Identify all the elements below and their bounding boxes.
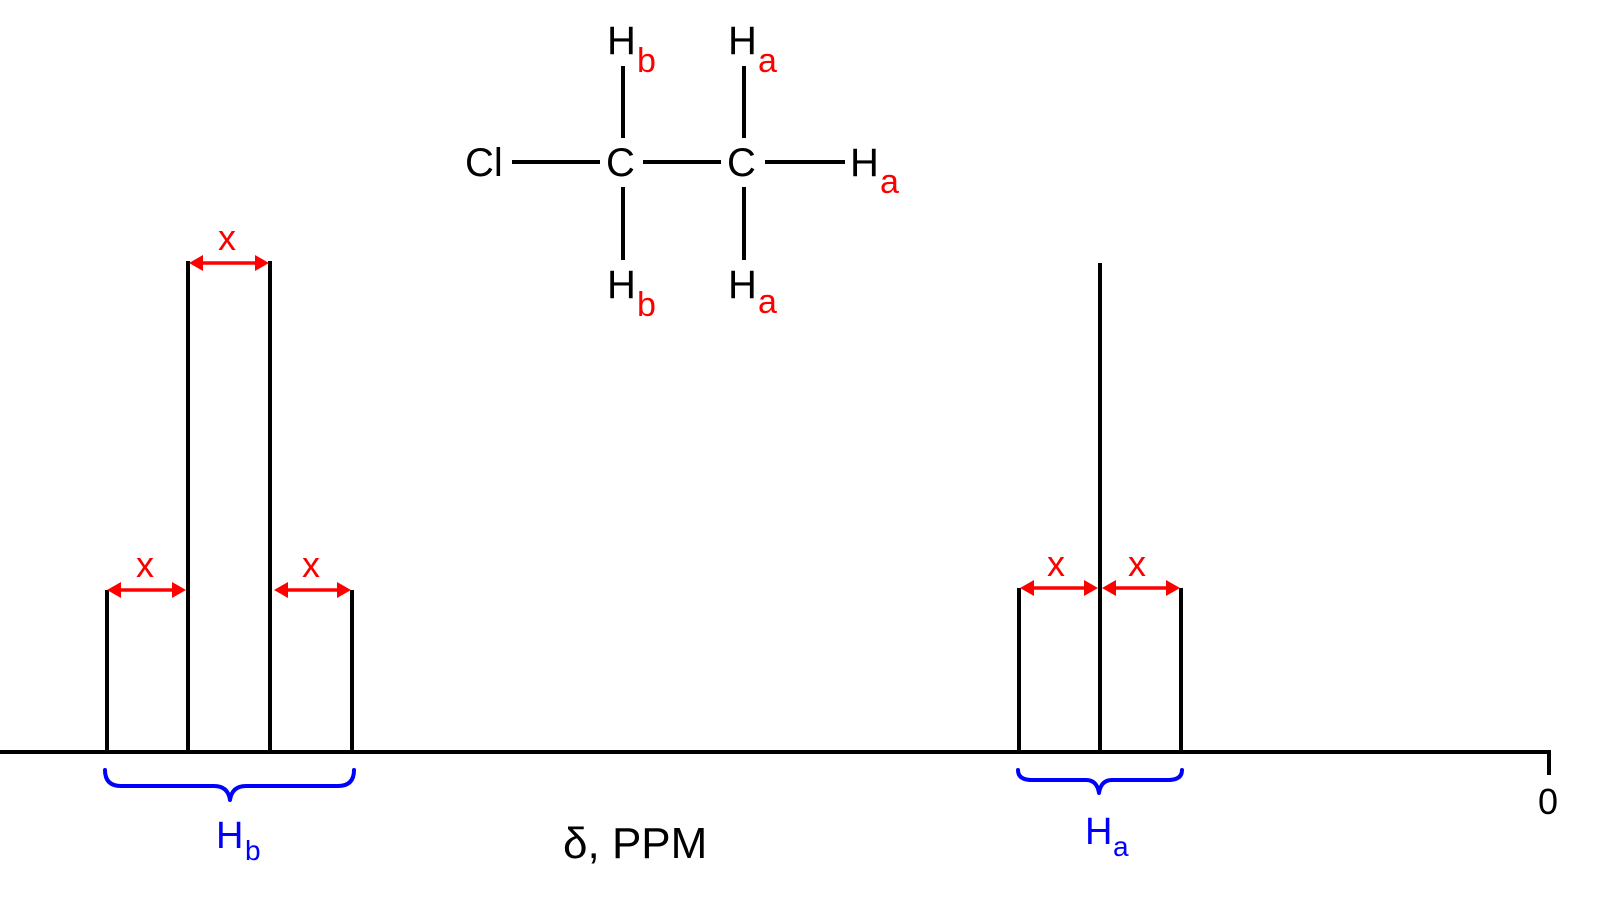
ha-coupling-arrow-2: x	[1102, 543, 1180, 596]
hb-coupling-arrow-3: x	[274, 544, 351, 598]
atom-chlorine: Cl	[465, 141, 503, 185]
ha-top-subscript: a	[758, 42, 777, 80]
ha-triplet	[1017, 263, 1183, 752]
hb-coupling-arrow-2: x	[189, 217, 269, 271]
atom-hb-top: H	[607, 19, 636, 63]
ha-bottom-subscript: a	[758, 283, 777, 321]
ppm-axis: 0 δ, PPM	[0, 750, 1558, 868]
chloroethane-structure: Cl C C H b H b H a H a H a	[465, 19, 899, 324]
atom-ha-bottom: H	[728, 263, 757, 307]
axis-zero-label: 0	[1538, 781, 1558, 822]
ha-group-brace: H a	[1016, 768, 1184, 862]
axis-title: δ, PPM	[563, 819, 707, 868]
hb-bottom-subscript: b	[637, 286, 656, 324]
ha-coupling-label-2: x	[1128, 543, 1146, 584]
atom-ha-right: H	[850, 141, 879, 185]
ha-coupling-arrow-1: x	[1020, 543, 1098, 596]
hb-group-subscript: b	[245, 835, 261, 866]
ha-group-subscript: a	[1113, 831, 1129, 862]
hb-group-label: H	[216, 815, 243, 857]
hb-coupling-label-1: x	[136, 544, 154, 585]
hb-top-subscript: b	[637, 42, 656, 80]
hb-group-brace: H b	[103, 768, 356, 866]
ha-group-label: H	[1085, 811, 1112, 853]
hb-coupling-arrow-1: x	[107, 544, 186, 598]
atom-ha-top: H	[728, 19, 757, 63]
ha-right-subscript: a	[880, 163, 899, 201]
hb-quartet	[105, 261, 354, 752]
hb-coupling-label-2: x	[218, 217, 236, 258]
hb-coupling-label-3: x	[302, 544, 320, 585]
ha-coupling-label-1: x	[1047, 543, 1065, 584]
atom-carbon-1: C	[606, 141, 635, 185]
atom-carbon-2: C	[727, 141, 756, 185]
atom-hb-bottom: H	[607, 263, 636, 307]
